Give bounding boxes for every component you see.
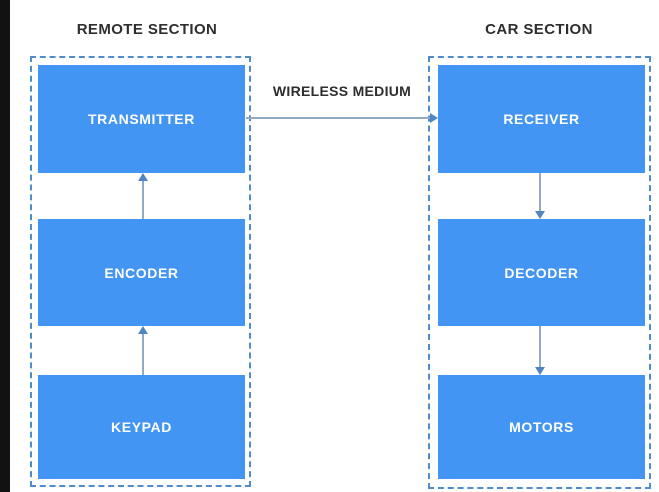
arrow-line — [539, 326, 541, 367]
block-transmitter-label: TRANSMITTER — [88, 111, 195, 127]
block-motors-label: MOTORS — [509, 419, 574, 435]
block-motors: MOTORS — [438, 375, 645, 479]
arrowhead-up-icon — [138, 326, 148, 334]
block-keypad: KEYPAD — [38, 375, 245, 479]
arrow-line — [246, 117, 432, 119]
arrow-line — [142, 180, 144, 219]
arrowhead-down-icon — [535, 367, 545, 375]
block-decoder: DECODER — [438, 219, 645, 326]
block-encoder: ENCODER — [38, 219, 245, 326]
block-receiver: RECEIVER — [438, 65, 645, 173]
car-section-title: CAR SECTION — [485, 21, 593, 38]
block-decoder-label: DECODER — [504, 264, 579, 281]
block-keypad-label: KEYPAD — [111, 419, 172, 435]
arrowhead-right-icon — [430, 113, 438, 123]
block-transmitter: TRANSMITTER — [38, 65, 245, 173]
arrowhead-up-icon — [138, 173, 148, 181]
left-frame-bar — [0, 0, 10, 492]
arrow-line — [142, 333, 144, 375]
car-section-container — [428, 56, 651, 489]
arrow-line — [539, 173, 541, 211]
block-receiver-label: RECEIVER — [503, 111, 580, 127]
wireless-medium-label: WIRELESS MEDIUM — [272, 83, 412, 99]
remote-section-container — [30, 56, 251, 487]
block-encoder-label: ENCODER — [104, 264, 179, 281]
remote-section-title: REMOTE SECTION — [76, 21, 218, 38]
arrowhead-down-icon — [535, 211, 545, 219]
